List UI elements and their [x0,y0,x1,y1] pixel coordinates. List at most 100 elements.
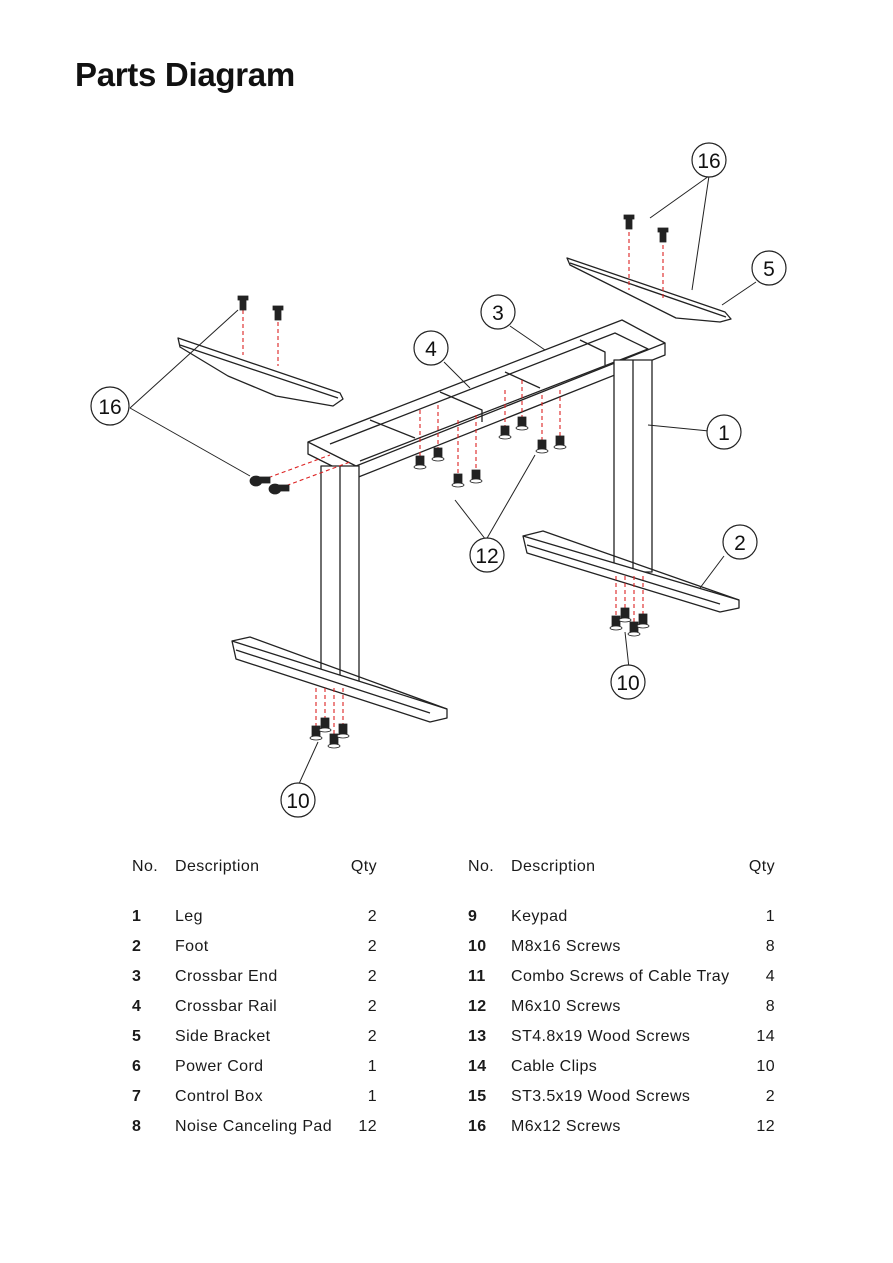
part-description: Noise Canceling Pad [175,1118,333,1135]
part-qty: 1 [367,1058,377,1075]
part-description: Crossbar Rail [175,998,278,1015]
svg-text:4: 4 [425,338,437,361]
table-row: 14 Cable Clips 10 [468,1058,775,1088]
part-number: 1 [132,908,142,925]
part-qty: 8 [765,998,775,1015]
callout-1: 1 [706,414,742,450]
header-description: Description [511,858,596,875]
part-description: M8x16 Screws [511,938,621,955]
part-number: 7 [132,1088,142,1105]
part-qty: 2 [765,1088,775,1105]
callout-3: 3 [480,294,516,330]
part-description: Cable Clips [511,1058,598,1075]
part-number: 9 [468,908,478,925]
svg-text:10: 10 [616,672,639,695]
part-number: 4 [132,998,142,1015]
part-number: 11 [468,968,486,985]
callout-12: 12 [469,537,505,573]
leg-right [613,359,653,573]
header-description: Description [175,858,260,875]
part-description: Crossbar End [175,968,278,985]
header-no: No. [132,858,159,875]
part-description: M6x10 Screws [511,998,621,1015]
part-qty: 2 [367,968,377,985]
part-number: 12 [468,998,487,1015]
table-row: 16 M6x12 Screws 12 [468,1118,775,1148]
header-qty: Qty [350,858,377,875]
callout-10-left: 10 [280,782,316,818]
svg-text:12: 12 [475,545,498,568]
table-row: 10 M8x16 Screws 8 [468,938,775,968]
part-description: Power Cord [175,1058,264,1075]
part-qty: 2 [367,908,377,925]
part-number: 8 [132,1118,142,1135]
part-number: 3 [132,968,142,985]
part-description: Foot [175,938,209,955]
part-qty: 2 [367,938,377,955]
table-row: 4 Crossbar Rail 2 [132,998,377,1028]
part-qty: 14 [756,1028,775,1045]
table-header: No. Description Qty [468,858,775,908]
foot-left [231,636,448,723]
foot-right [522,530,740,613]
svg-text:16: 16 [98,396,121,419]
part-number: 13 [468,1028,487,1045]
svg-text:3: 3 [492,302,504,325]
part-qty: 4 [765,968,775,985]
part-description: Leg [175,908,203,925]
part-description: Side Bracket [175,1028,271,1045]
svg-text:1: 1 [718,422,730,445]
part-qty: 1 [367,1088,377,1105]
callout-5: 5 [751,250,787,286]
part-qty: 2 [367,1028,377,1045]
part-qty: 10 [756,1058,775,1075]
part-description: Combo Screws of Cable Tray [511,968,730,985]
part-qty: 8 [765,938,775,955]
callout-10-right: 10 [610,664,646,700]
part-number: 15 [468,1088,487,1105]
callout-2: 2 [722,524,758,560]
part-number: 5 [132,1028,142,1045]
part-qty: 12 [756,1118,775,1135]
table-row: 8 Noise Canceling Pad 12 [132,1118,377,1148]
svg-text:10: 10 [286,790,309,813]
callout-16-left: 16 [90,386,130,426]
part-number: 16 [468,1118,487,1135]
header-qty: Qty [748,858,775,875]
svg-text:16: 16 [697,150,720,173]
leg-left [320,465,360,687]
part-qty: 2 [367,998,377,1015]
part-description: M6x12 Screws [511,1118,621,1135]
part-number: 2 [132,938,142,955]
part-number: 10 [468,938,487,955]
table-row: 6 Power Cord 1 [132,1058,377,1088]
screws [237,214,669,749]
table-row: 7 Control Box 1 [132,1088,377,1118]
table-row: 5 Side Bracket 2 [132,1028,377,1058]
part-number: 14 [468,1058,487,1075]
svg-text:2: 2 [734,532,746,555]
page-title: Parts Diagram [75,56,295,93]
side-bracket-right [566,257,732,323]
table-row: 2 Foot 2 [132,938,377,968]
svg-text:5: 5 [763,258,775,281]
callout-4: 4 [413,330,449,366]
part-description: ST3.5x19 Wood Screws [511,1088,691,1105]
table-row: 12 M6x10 Screws 8 [468,998,775,1028]
part-description: Control Box [175,1088,263,1105]
screw-guides [242,225,664,736]
part-number: 6 [132,1058,142,1075]
parts-diagram: 16 5 3 4 1 16 2 12 [90,142,787,818]
part-qty: 1 [765,908,775,925]
table-row: 15 ST3.5x19 Wood Screws 2 [468,1088,775,1118]
part-qty: 12 [358,1118,377,1135]
callout-16-top: 16 [691,142,727,178]
side-bracket-left [177,337,344,407]
crossbar-frame [307,319,666,479]
leader-lines [129,175,757,787]
table-row: 11 Combo Screws of Cable Tray 4 [468,968,775,998]
table-row: 1 Leg 2 [132,908,377,938]
